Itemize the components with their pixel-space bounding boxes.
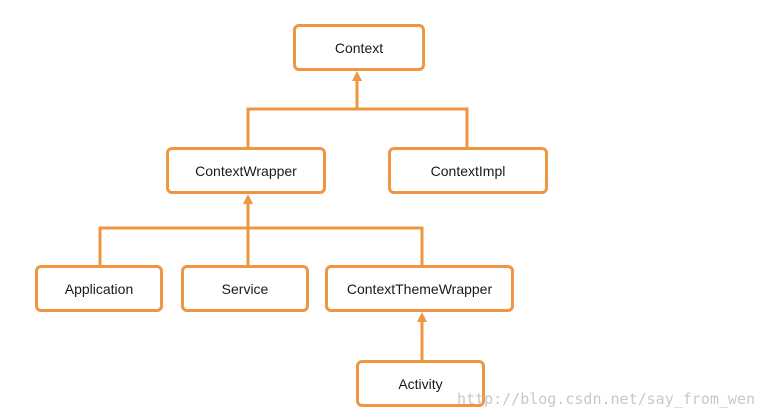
node-context: Context: [293, 24, 425, 71]
node-context-impl-label: ContextImpl: [430, 162, 506, 179]
edge-contextimpl-to-context: [355, 107, 469, 149]
node-context-theme-wrapper: ContextThemeWrapper: [325, 265, 514, 312]
arrowhead-contextwrapper: [243, 194, 253, 204]
watermark-text: http://blog.csdn.net/say_from_wen: [456, 390, 755, 408]
node-context-wrapper-label: ContextWrapper: [195, 162, 297, 179]
arrowhead-themewrapper: [417, 312, 427, 322]
edge-contextwrapper-to-context: [246, 107, 359, 149]
node-context-impl: ContextImpl: [388, 147, 548, 194]
node-context-wrapper: ContextWrapper: [166, 147, 326, 194]
edge-themewrapper-to-contextwrapper: [246, 226, 424, 267]
node-context-theme-wrapper-label: ContextThemeWrapper: [346, 280, 493, 297]
node-service-label: Service: [221, 280, 269, 297]
arrowhead-context: [352, 71, 362, 81]
node-context-label: Context: [334, 39, 384, 56]
node-activity: Activity: [356, 360, 485, 407]
edge-application-to-contextwrapper: [98, 226, 250, 267]
node-application: Application: [35, 265, 163, 312]
node-service: Service: [181, 265, 309, 312]
node-application-label: Application: [64, 280, 134, 297]
node-activity-label: Activity: [398, 375, 443, 392]
